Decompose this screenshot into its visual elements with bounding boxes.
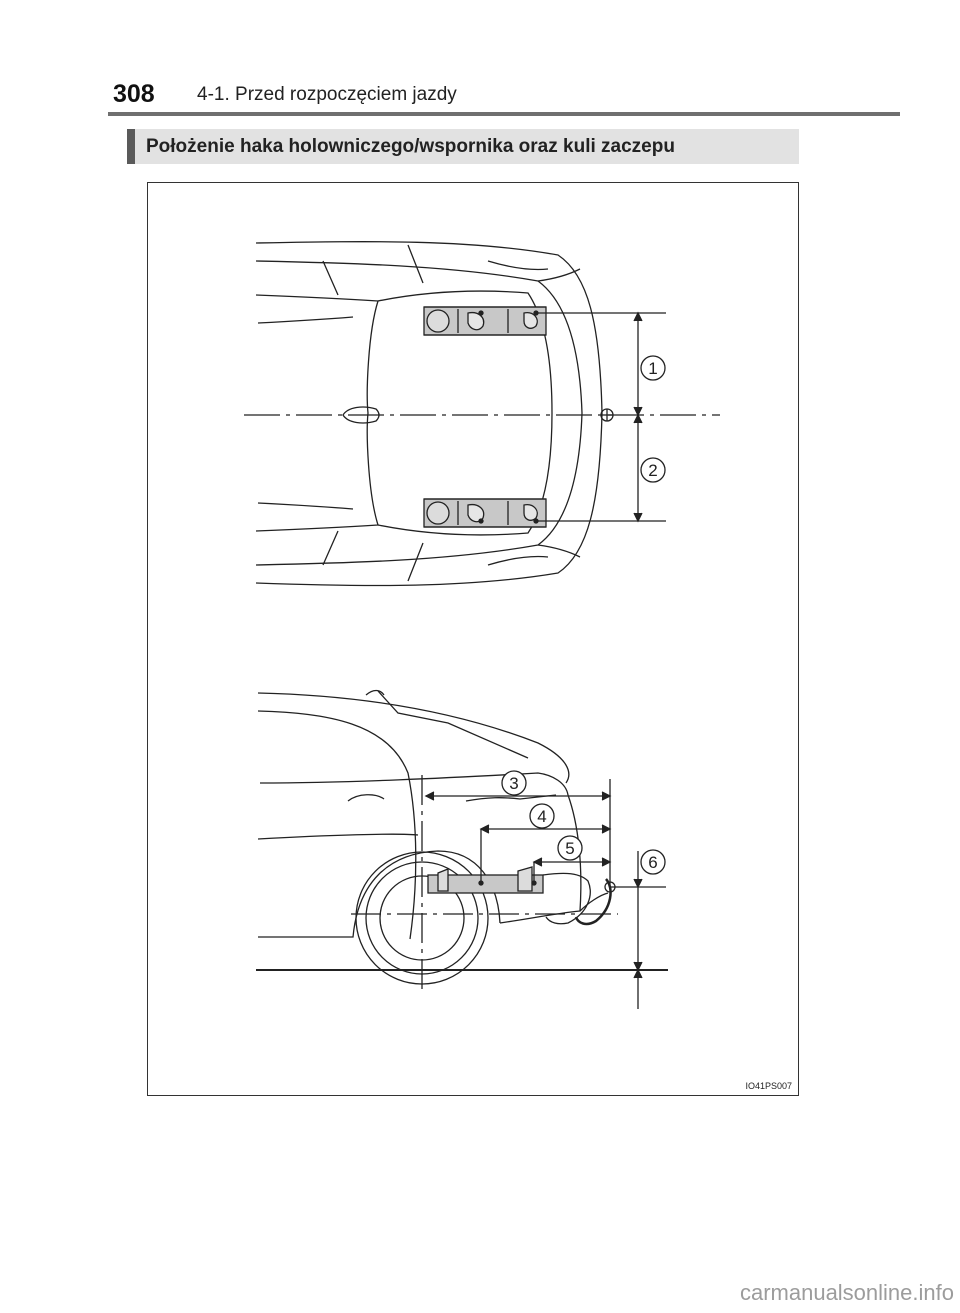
tow-hitch-figure: 1 2 — [147, 182, 799, 1096]
heading-accent — [127, 129, 135, 164]
callout-2-label: 2 — [648, 461, 657, 480]
top-view — [244, 241, 720, 587]
callout-4-label: 4 — [537, 807, 546, 826]
side-view — [256, 689, 668, 1009]
callout-4: 4 — [529, 803, 555, 829]
watermark: carmanualsonline.info — [739, 1280, 954, 1305]
callout-5-label: 5 — [565, 839, 574, 858]
figure-drawing: 1 2 — [244, 241, 720, 1009]
callout-1: 1 — [640, 355, 666, 381]
callout-6-label: 6 — [648, 853, 657, 872]
section-title: 4-1. Przed rozpoczęciem jazdy — [197, 84, 457, 105]
callout-3: 3 — [501, 770, 527, 796]
header-rule — [108, 112, 900, 116]
page-number: 308 — [113, 80, 155, 108]
callout-5: 5 — [557, 835, 583, 861]
callout-2: 2 — [640, 457, 666, 483]
callout-1-label: 1 — [648, 359, 657, 378]
heading-title: Położenie haka holowniczego/wspornika or… — [146, 136, 675, 157]
heading-bar — [127, 129, 799, 164]
figure-code: IO41PS007 — [745, 1081, 792, 1091]
callout-6: 6 — [640, 849, 666, 875]
callout-3-label: 3 — [509, 774, 518, 793]
